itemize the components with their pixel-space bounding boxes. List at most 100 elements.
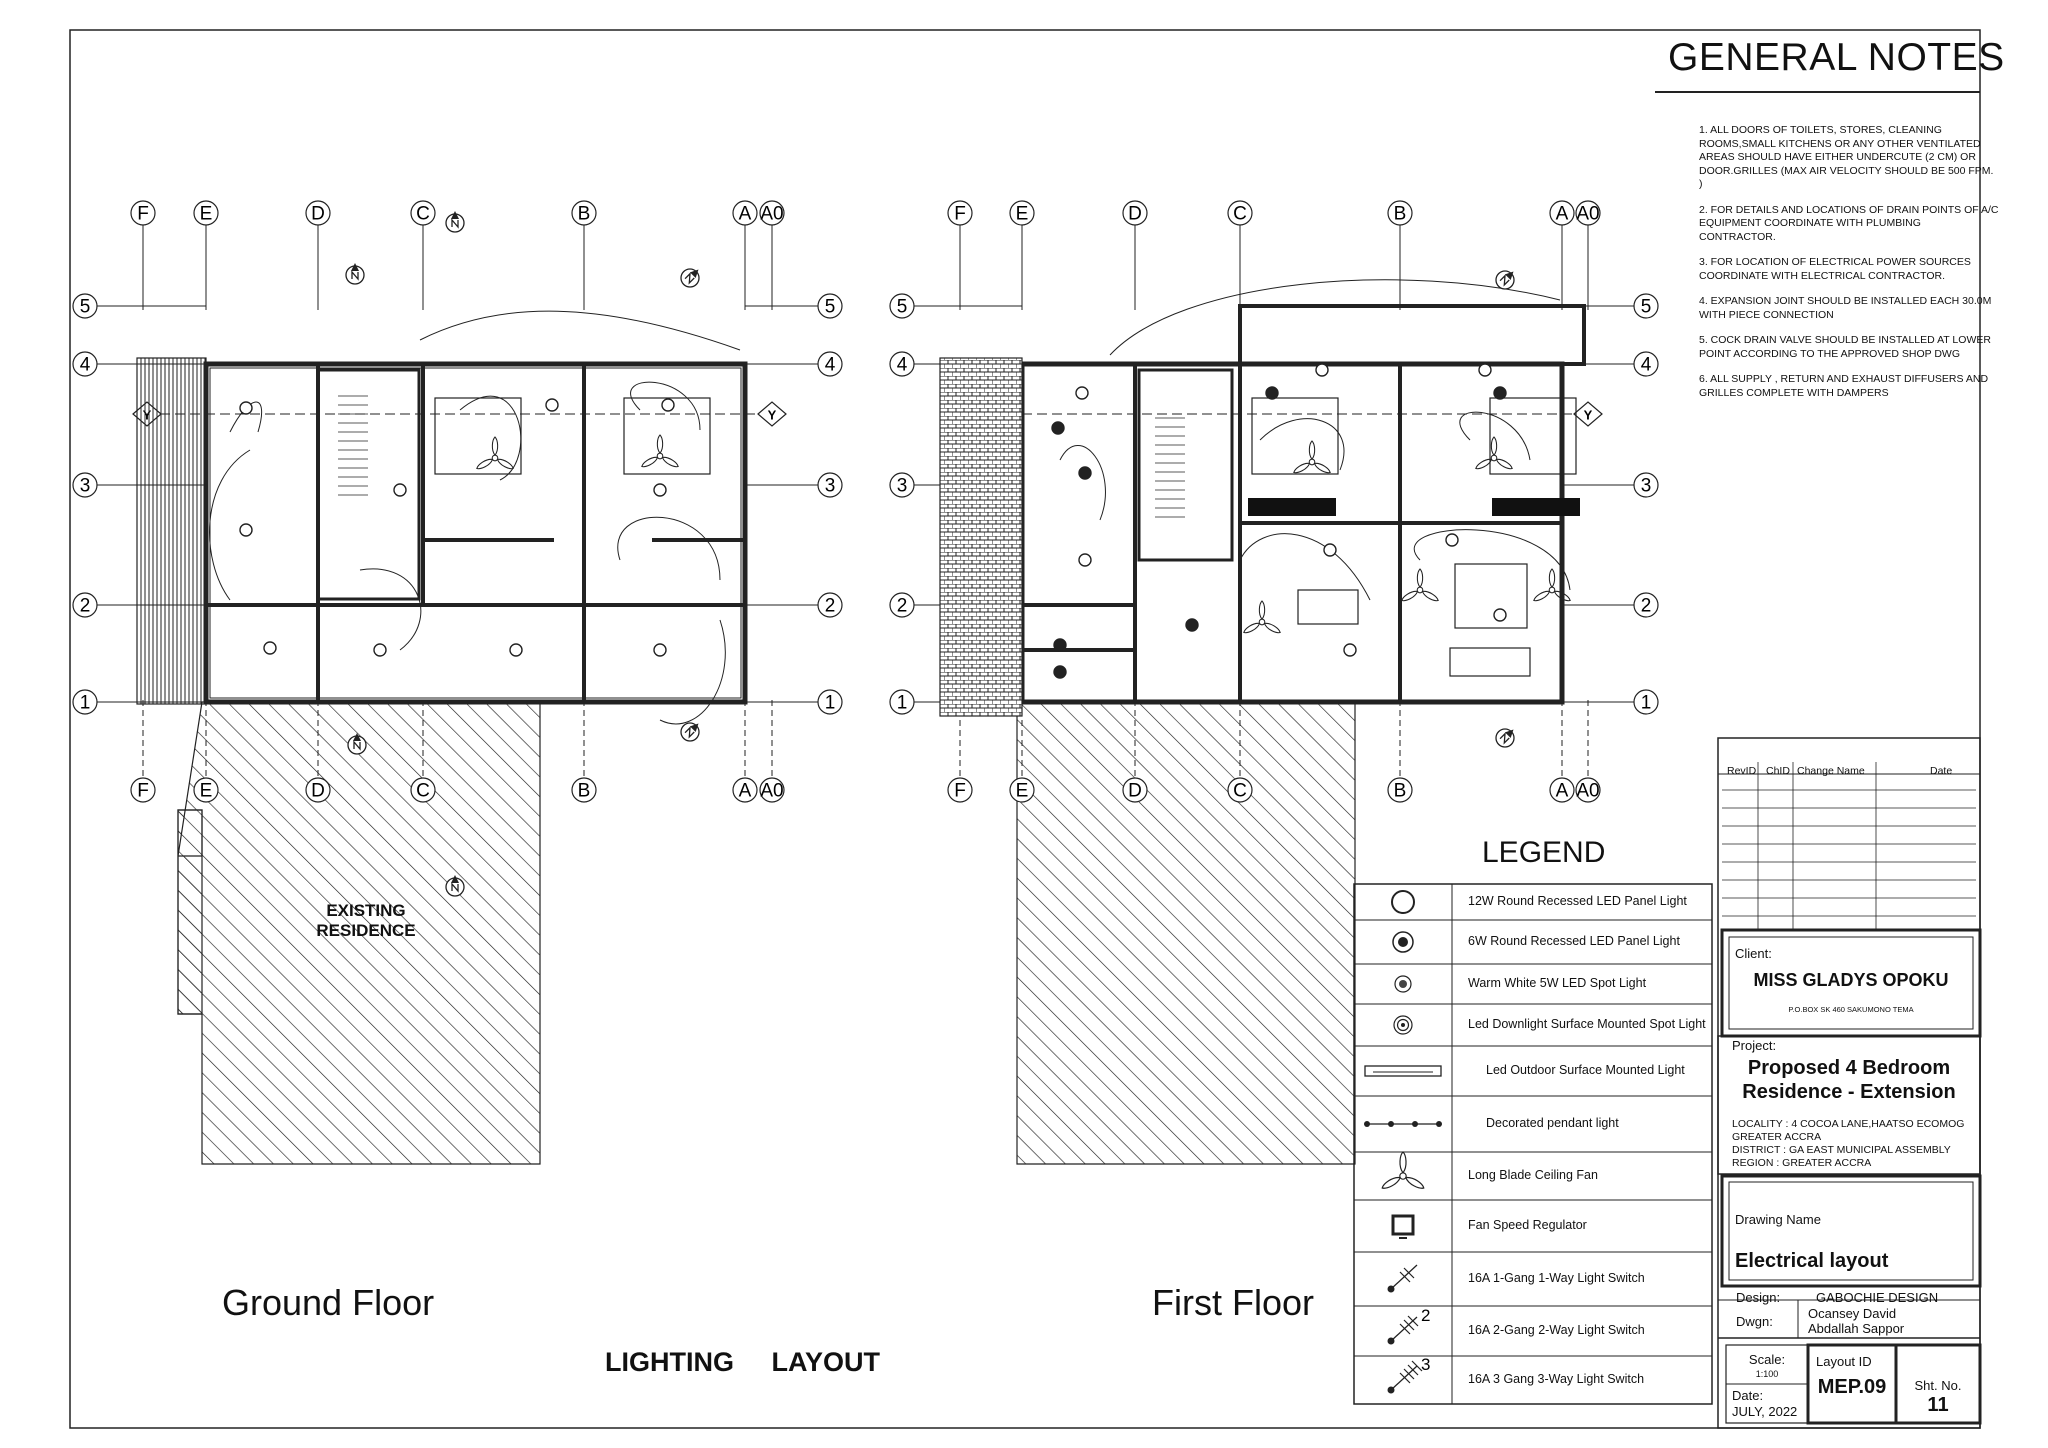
grid-bubble-top-label: E	[200, 204, 213, 225]
first-floor-label: First Floor	[1152, 1282, 1314, 1323]
section-marker	[1573, 401, 1603, 427]
upper-bathroom-block	[1238, 304, 1586, 366]
layout-id: MEP.09	[1817, 1376, 1887, 1398]
grid-bubble-right	[817, 351, 843, 377]
small-led-panel-icon	[1053, 638, 1067, 652]
rev-header-change-name: Change Name	[1797, 765, 1865, 777]
round-led-panel-icon	[1343, 643, 1357, 657]
north-arrow-icon	[347, 733, 367, 755]
section-marker-label: Y	[768, 408, 777, 423]
small-led-panel-icon	[1053, 665, 1067, 679]
grid-bubble-bottom-label: C	[416, 781, 430, 802]
legend-item-label: Fan Speed Regulator	[1468, 1218, 1587, 1232]
grid-bubble-left-label: 5	[80, 297, 91, 318]
section-marker-label: Y	[1584, 408, 1593, 423]
project-title: Proposed 4 Bedroom Residence - Extension	[1718, 1056, 1980, 1104]
grid-bubble-right-label: 1	[825, 693, 836, 714]
grid-bubble-right-label: 1	[1641, 693, 1652, 714]
grid-bubble-bottom-label: F	[137, 781, 149, 802]
small-led-panel-icon	[1493, 386, 1507, 400]
grid-bubble-left-label: 2	[897, 596, 908, 617]
note-item: 4. EXPANSION JOINT SHOULD BE INSTALLED E…	[1699, 295, 1992, 321]
grid-bubble-bottom-label: A0	[760, 781, 783, 802]
section-marker	[757, 401, 787, 427]
project-region: REGION : GREATER ACCRA	[1732, 1157, 1872, 1169]
wiring-arc	[630, 381, 701, 431]
grid-bubble-bottom-label: A0	[1576, 781, 1599, 802]
north-arrow-icon	[445, 211, 465, 233]
rev-header-revid: RevID	[1727, 765, 1757, 777]
grid-bubble-left-label: 5	[897, 297, 908, 318]
grid-bubble-left	[889, 592, 915, 618]
small-led-panel-icon	[1051, 421, 1065, 435]
grid-bubble-top-label: F	[137, 204, 149, 225]
grid-bubble-bottom	[193, 777, 219, 803]
grid-bubble-bottom	[1387, 777, 1413, 803]
grid-bubble-right-label: 3	[825, 476, 836, 497]
grid-bubble-right-label: 3	[1641, 476, 1652, 497]
grid-bubble-right-label: 5	[1641, 297, 1652, 318]
round-led-panel-icon	[1078, 553, 1092, 567]
ceiling-fan-icon	[1293, 440, 1331, 474]
wiring-arc	[1459, 411, 1531, 461]
ground-floor-plan: FFEEDDCCBBAAA0A05544332211YY	[72, 200, 843, 897]
ceiling-fan-icon	[641, 434, 679, 468]
dwgn-value-2: Abdallah Sappor	[1808, 1321, 1905, 1336]
stair-core	[1137, 368, 1234, 562]
note-item: 1. ALL DOORS OF TOILETS, STORES, CLEANIN…	[1699, 124, 1994, 190]
sheet-no-label: Sht. No.	[1914, 1378, 1962, 1393]
grid-bubble-top	[130, 200, 156, 226]
grid-bubble-top-label: D	[1128, 204, 1142, 225]
grid-bubble-left-label: 4	[80, 355, 91, 376]
north-arrow-icon	[680, 722, 700, 742]
grid-bubble-right-label: 2	[825, 596, 836, 617]
grid-bubble-bottom-label: A	[1556, 781, 1569, 802]
grid-bubble-right-label: 4	[825, 355, 836, 376]
grid-bubble-left-label: 3	[80, 476, 91, 497]
grid-bubble-top-label: B	[578, 204, 591, 225]
drawing-name: Electrical layout	[1735, 1250, 1889, 1272]
small-led-panel-icon	[1078, 466, 1092, 480]
grid-bubble-right-label: 2	[1641, 596, 1652, 617]
wiring-arc	[359, 568, 422, 651]
legend-item-label: 16A 2-Gang 2-Way Light Switch	[1468, 1323, 1645, 1337]
grid-bubble-bottom	[130, 777, 156, 803]
wiring-arc	[617, 516, 721, 581]
grid-bubble-left	[72, 351, 98, 377]
project-locality: LOCALITY : 4 COCOA LANE,HAATSO ECOMOG	[1732, 1118, 1965, 1130]
grid-bubble-left	[72, 293, 98, 319]
grid-bubble-bottom-label: D	[311, 781, 325, 802]
grid-bubble-top-label: A	[739, 204, 752, 225]
legend-item-label: Led Downlight Surface Mounted Spot Light	[1468, 1017, 1706, 1031]
grid-bubble-right	[1633, 351, 1659, 377]
grid-bubble-right-label: 4	[1641, 355, 1652, 376]
stair-core	[316, 368, 421, 601]
wiring-arc	[1413, 529, 1571, 591]
general-notes-title: GENERAL NOTES	[1668, 36, 2005, 79]
grid-bubble-bottom-label: C	[1233, 781, 1247, 802]
legend-item-label: 16A 3 Gang 3-Way Light Switch	[1468, 1372, 1645, 1386]
existing-residence-hatch	[177, 701, 1356, 1165]
wiring-arc	[419, 310, 741, 351]
ground-floor-label: Ground Floor	[222, 1282, 435, 1323]
ceiling-fan-icon	[1475, 436, 1513, 470]
dwgn-value-1: Ocansey David	[1808, 1306, 1897, 1321]
round-led-panel-icon	[239, 401, 253, 415]
legend-item-label: Led Outdoor Surface Mounted Light	[1486, 1063, 1685, 1077]
first-floor-plan: FFEEDDCCBBAAA0A05544332211YY	[889, 200, 1659, 803]
grid-bubble-right	[817, 293, 843, 319]
brick-wall	[939, 357, 1023, 717]
legend-title: LEGEND	[1482, 836, 1606, 869]
existing-label-line1: EXISTING	[326, 901, 406, 920]
grid-bubble-top-label: C	[1233, 204, 1247, 225]
grid-bubble-left	[72, 472, 98, 498]
legend-item-label: Long Blade Ceiling Fan	[1468, 1168, 1598, 1182]
verandah	[136, 357, 207, 705]
north-arrow-icon	[345, 263, 365, 285]
wiring-arc	[229, 401, 263, 433]
grid-bubble-top-label: F	[954, 204, 966, 225]
small-led-panel-icon	[1185, 618, 1199, 632]
grid-bubble-top	[410, 200, 436, 226]
round-led-panel-icon	[1445, 533, 1459, 547]
note-item: 5. COCK DRAIN VALVE SHOULD BE INSTALLED …	[1699, 334, 1991, 360]
